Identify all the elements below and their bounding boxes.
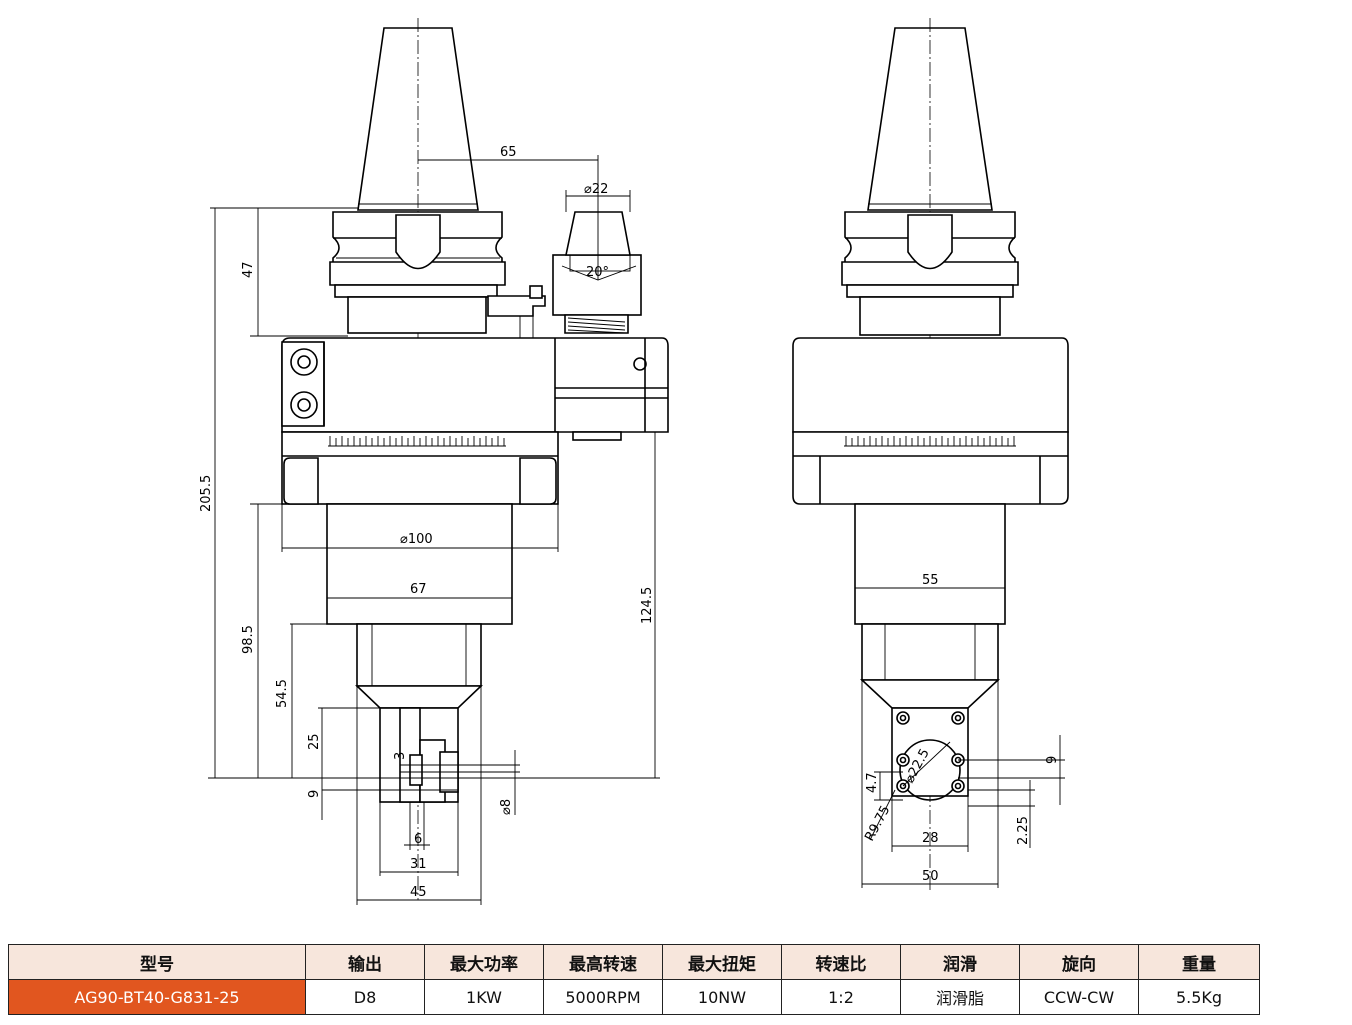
cell-max-torque: 10NW bbox=[662, 979, 782, 1015]
cell-output: D8 bbox=[305, 979, 425, 1015]
header-model: 型号 bbox=[8, 944, 306, 980]
dim-4-7: 4.7 bbox=[865, 772, 880, 793]
header-output: 输出 bbox=[305, 944, 425, 980]
header-weight: 重量 bbox=[1138, 944, 1260, 980]
dim-55: 55 bbox=[922, 573, 939, 588]
dim-50: 50 bbox=[922, 869, 939, 884]
dim-9-side: 9 bbox=[1045, 756, 1060, 764]
cell-max-power: 1KW bbox=[424, 979, 544, 1015]
header-max-speed: 最高转速 bbox=[543, 944, 663, 980]
dim-54-5: 54.5 bbox=[275, 679, 290, 708]
header-max-torque: 最大扭矩 bbox=[662, 944, 782, 980]
dim-124-5: 124.5 bbox=[640, 587, 655, 624]
dim-28: 28 bbox=[922, 831, 939, 846]
spec-table: 型号 输出 最大功率 最高转速 最大扭矩 转速比 润滑 旋向 重量 AG90-B… bbox=[8, 944, 1260, 1015]
side-dimension-lines bbox=[855, 587, 1065, 888]
header-lubrication: 润滑 bbox=[900, 944, 1020, 980]
header-max-power: 最大功率 bbox=[424, 944, 544, 980]
dim-phi100: ⌀100 bbox=[400, 532, 433, 547]
dim-phi22: ⌀22 bbox=[584, 182, 608, 197]
dim-r9-75: R9.75 bbox=[862, 803, 893, 844]
cell-model: AG90-BT40-G831-25 bbox=[8, 979, 306, 1015]
dim-98-5: 98.5 bbox=[241, 625, 256, 654]
dim-65: 65 bbox=[500, 145, 517, 160]
front-dimension-lines bbox=[208, 155, 660, 905]
dim-2-25: 2.25 bbox=[1016, 816, 1031, 845]
side-view bbox=[792, 18, 1069, 890]
technical-drawing: 65 ⌀22 20° 47 205.5 ⌀100 67 124.5 98.5 5… bbox=[199, 18, 1069, 905]
dim-25: 25 bbox=[307, 733, 322, 750]
dim-6: 6 bbox=[414, 832, 422, 847]
cell-weight: 5.5Kg bbox=[1138, 979, 1260, 1015]
dim-3: 3 bbox=[393, 752, 408, 760]
dim-9-front: 9 bbox=[307, 790, 322, 798]
front-view bbox=[281, 18, 669, 900]
spec-table-header-row: 型号 输出 最大功率 最高转速 最大扭矩 转速比 润滑 旋向 重量 bbox=[8, 944, 1260, 980]
dim-phi8: ⌀8 bbox=[499, 799, 514, 815]
dim-205-5: 205.5 bbox=[199, 475, 214, 512]
cell-max-speed: 5000RPM bbox=[543, 979, 663, 1015]
dim-47: 47 bbox=[241, 261, 256, 278]
header-rotation: 旋向 bbox=[1019, 944, 1139, 980]
cell-speed-ratio: 1:2 bbox=[781, 979, 901, 1015]
cell-rotation: CCW-CW bbox=[1019, 979, 1139, 1015]
header-speed-ratio: 转速比 bbox=[781, 944, 901, 980]
dim-31: 31 bbox=[410, 857, 427, 872]
spec-table-row: AG90-BT40-G831-25 D8 1KW 5000RPM 10NW 1:… bbox=[8, 979, 1260, 1015]
dim-45: 45 bbox=[410, 885, 427, 900]
dim-20deg: 20° bbox=[586, 265, 609, 280]
dim-67: 67 bbox=[410, 582, 427, 597]
cell-lubrication: 润滑脂 bbox=[900, 979, 1020, 1015]
